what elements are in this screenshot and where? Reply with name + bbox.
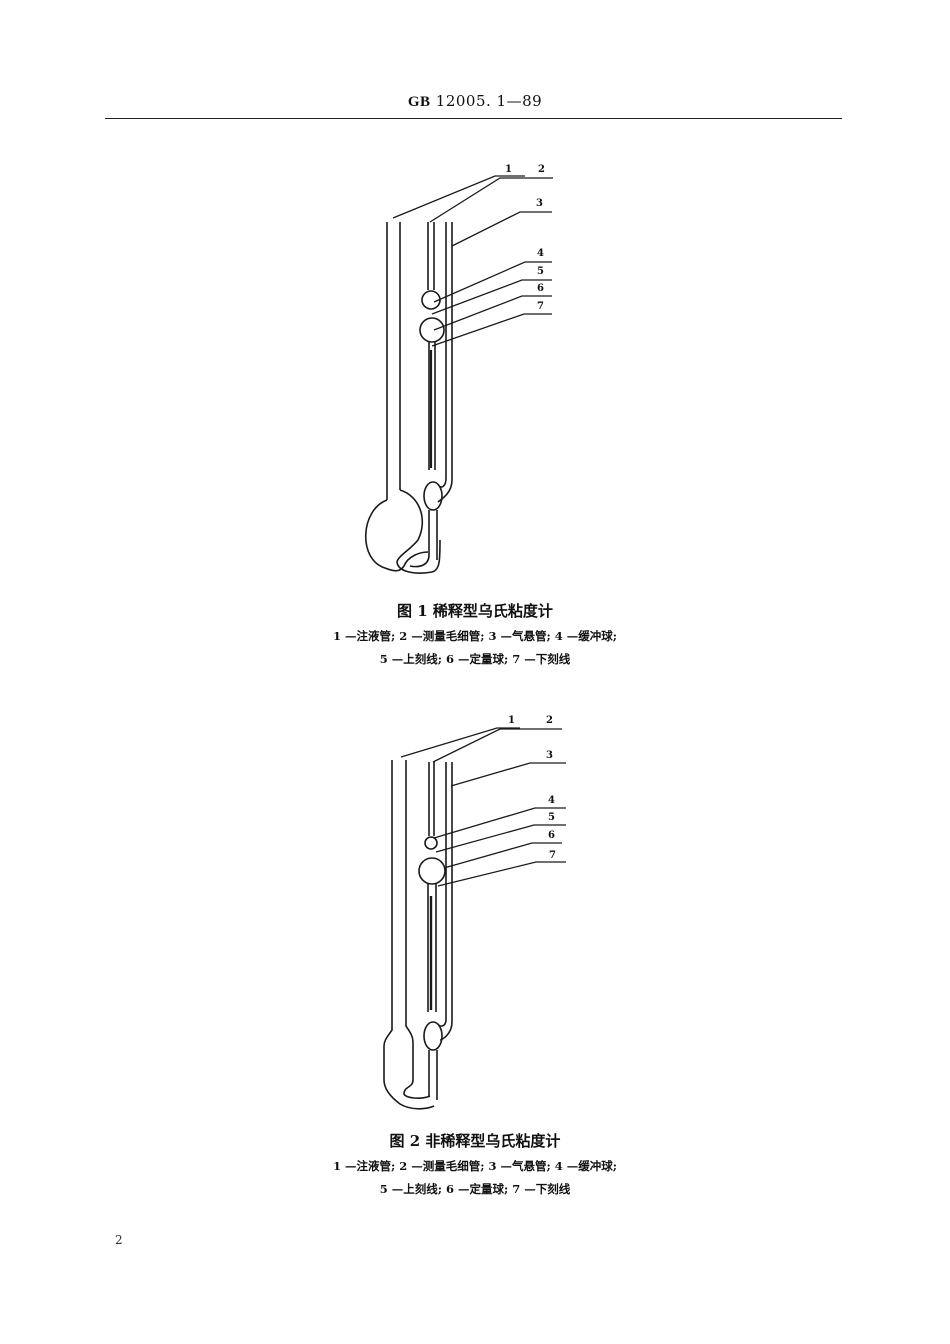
- label-7: 7: [537, 301, 544, 312]
- standard-number: 12005. 1—89: [435, 92, 543, 110]
- label-2: 2: [538, 164, 545, 175]
- figure-2-legend-line-2: 5 —上刻线; 6 —定量球; 7 —下刻线: [379, 1182, 571, 1196]
- label-7: 7: [549, 850, 556, 861]
- figure-1-caption: 图 1 稀释型乌氏粘度计 1 —注液管; 2 —测量毛细管; 3 —气悬管; 4…: [0, 600, 950, 667]
- figure-2-title: 图 2 非稀释型乌氏粘度计: [389, 1132, 561, 1150]
- label-6: 6: [537, 283, 544, 294]
- standard-code: GB: [407, 94, 431, 110]
- document-header: GB 12005. 1—89: [0, 92, 950, 111]
- label-5: 5: [537, 266, 544, 277]
- label-4: 4: [537, 248, 544, 259]
- label-3: 3: [536, 198, 543, 209]
- figure-2-caption: 图 2 非稀释型乌氏粘度计 1 —注液管; 2 —测量毛细管; 3 —气悬管; …: [0, 1130, 950, 1197]
- label-5: 5: [548, 812, 555, 823]
- figure-2-legend-line-1: 1 —注液管; 2 —测量毛细管; 3 —气悬管; 4 —缓冲球;: [332, 1159, 617, 1173]
- label-2: 2: [546, 715, 553, 726]
- figure-1-legend-line-2: 5 —上刻线; 6 —定量球; 7 —下刻线: [379, 652, 571, 666]
- label-3: 3: [546, 750, 553, 761]
- figure-1-viscometer-diagram: 1 2 3 4 5 6 7: [364, 164, 553, 574]
- figure-1-legend-line-1: 1 —注液管; 2 —测量毛细管; 3 —气悬管; 4 —缓冲球;: [332, 629, 617, 643]
- label-1: 1: [505, 164, 512, 175]
- page-number: 2: [115, 1233, 123, 1247]
- figure-1-title: 图 1 稀释型乌氏粘度计: [397, 602, 553, 620]
- label-6: 6: [548, 830, 555, 841]
- header-rule: [105, 118, 842, 119]
- label-1: 1: [508, 715, 515, 726]
- figure-2-viscometer-diagram: 1 2 3 4 5 6 7: [383, 715, 566, 1110]
- label-4: 4: [548, 795, 555, 806]
